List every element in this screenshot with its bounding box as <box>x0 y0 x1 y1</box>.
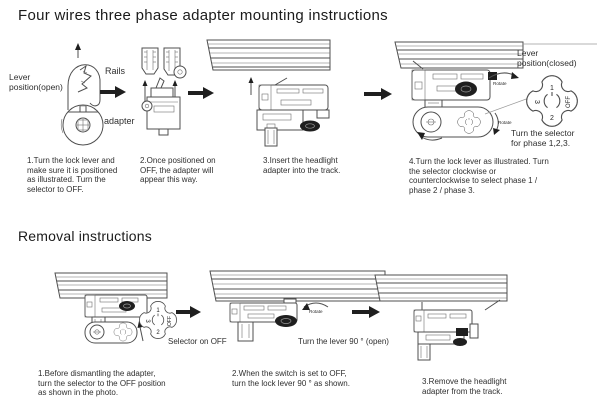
selector-on-off-label: Selector on OFF <box>168 337 227 346</box>
removal-heading: Removal instructions <box>18 228 152 244</box>
svg-text:3: 3 <box>533 100 540 104</box>
mounting-step-4: 4.Turn the lock lever as illustrated. Tu… <box>409 157 549 195</box>
rotate-label: Rotate <box>309 309 323 314</box>
rails-adapter-figure <box>141 47 187 136</box>
svg-text:OFF: OFF <box>566 96 572 108</box>
rotate-label: Rotate <box>493 81 507 86</box>
track <box>394 41 597 69</box>
svg-text:2: 2 <box>156 330 160 336</box>
turn-lever-label: Turn the lever 90 ° (open) <box>298 337 389 346</box>
arrow-right-icon <box>364 88 392 100</box>
arrow-right-icon <box>100 86 126 98</box>
rotate-label: Rotate <box>498 120 512 125</box>
headlight-adapter <box>256 77 330 147</box>
mounting-step-3: 3.Insert the headlight adapter into the … <box>263 156 341 175</box>
removal-step-1: 1.Before dismantling the adapter, turn t… <box>38 369 166 398</box>
track <box>206 39 331 71</box>
removal-lever-figure: Rotate <box>209 270 386 342</box>
lock-pin-circle <box>173 65 187 79</box>
up-arrow-icon <box>137 321 144 342</box>
rotate-arrow-icon <box>488 72 519 79</box>
arrow-right-icon <box>352 306 380 318</box>
insert-adapter-figure <box>206 39 331 147</box>
lever-open-label: Lever position(open) <box>9 72 63 92</box>
selector-detail <box>412 106 500 141</box>
arrow-right-icon <box>176 306 201 318</box>
rotate-arrow-icon <box>302 302 329 310</box>
track <box>54 272 168 299</box>
svg-text:1: 1 <box>156 308 160 314</box>
mounting-step-2: 2.Once positioned on OFF, the adapter wi… <box>140 156 216 185</box>
up-arrow-icon <box>75 43 81 58</box>
lever-open-figure <box>60 43 104 146</box>
removal-selector-figure: 1 2 OFF 3 <box>54 272 177 344</box>
removal-step-2: 2.When the switch is set to OFF, turn th… <box>232 369 350 388</box>
lever-closed-label: Lever position(closed) <box>517 48 577 68</box>
selector-dial: 1 2 OFF 3 <box>139 301 177 339</box>
up-arrow-icon <box>248 77 254 95</box>
headlight-adapter <box>413 299 501 361</box>
rail-profile <box>141 47 159 75</box>
track <box>374 274 508 302</box>
removal-remove-figure <box>374 274 508 361</box>
mounting-step-1: 1.Turn the lock lever and make sure it i… <box>27 156 118 194</box>
selector-detail <box>84 321 138 344</box>
headlight-adapter <box>229 298 298 342</box>
lock-lever <box>155 77 165 89</box>
track <box>209 270 386 302</box>
mounted-adapter-figure: Rotate Rotate 1 2 OFF 3 <box>394 41 597 141</box>
rails-label: Rails <box>105 66 126 76</box>
svg-text:3: 3 <box>144 319 150 323</box>
arrow-right-icon <box>188 87 214 99</box>
page-title: Four wires three phase adapter mounting … <box>18 7 388 24</box>
svg-text:1: 1 <box>550 85 554 92</box>
svg-text:2: 2 <box>550 115 554 122</box>
leader-line <box>484 97 530 115</box>
adapter-label: adapter <box>104 116 135 126</box>
removal-step-3: 3.Remove the headlight adapter from the … <box>422 377 507 396</box>
selector-dial: 1 2 OFF 3 <box>526 75 578 127</box>
selector-caption: Turn the selector for phase 1,2,3. <box>511 128 575 148</box>
svg-text:OFF: OFF <box>167 316 173 326</box>
